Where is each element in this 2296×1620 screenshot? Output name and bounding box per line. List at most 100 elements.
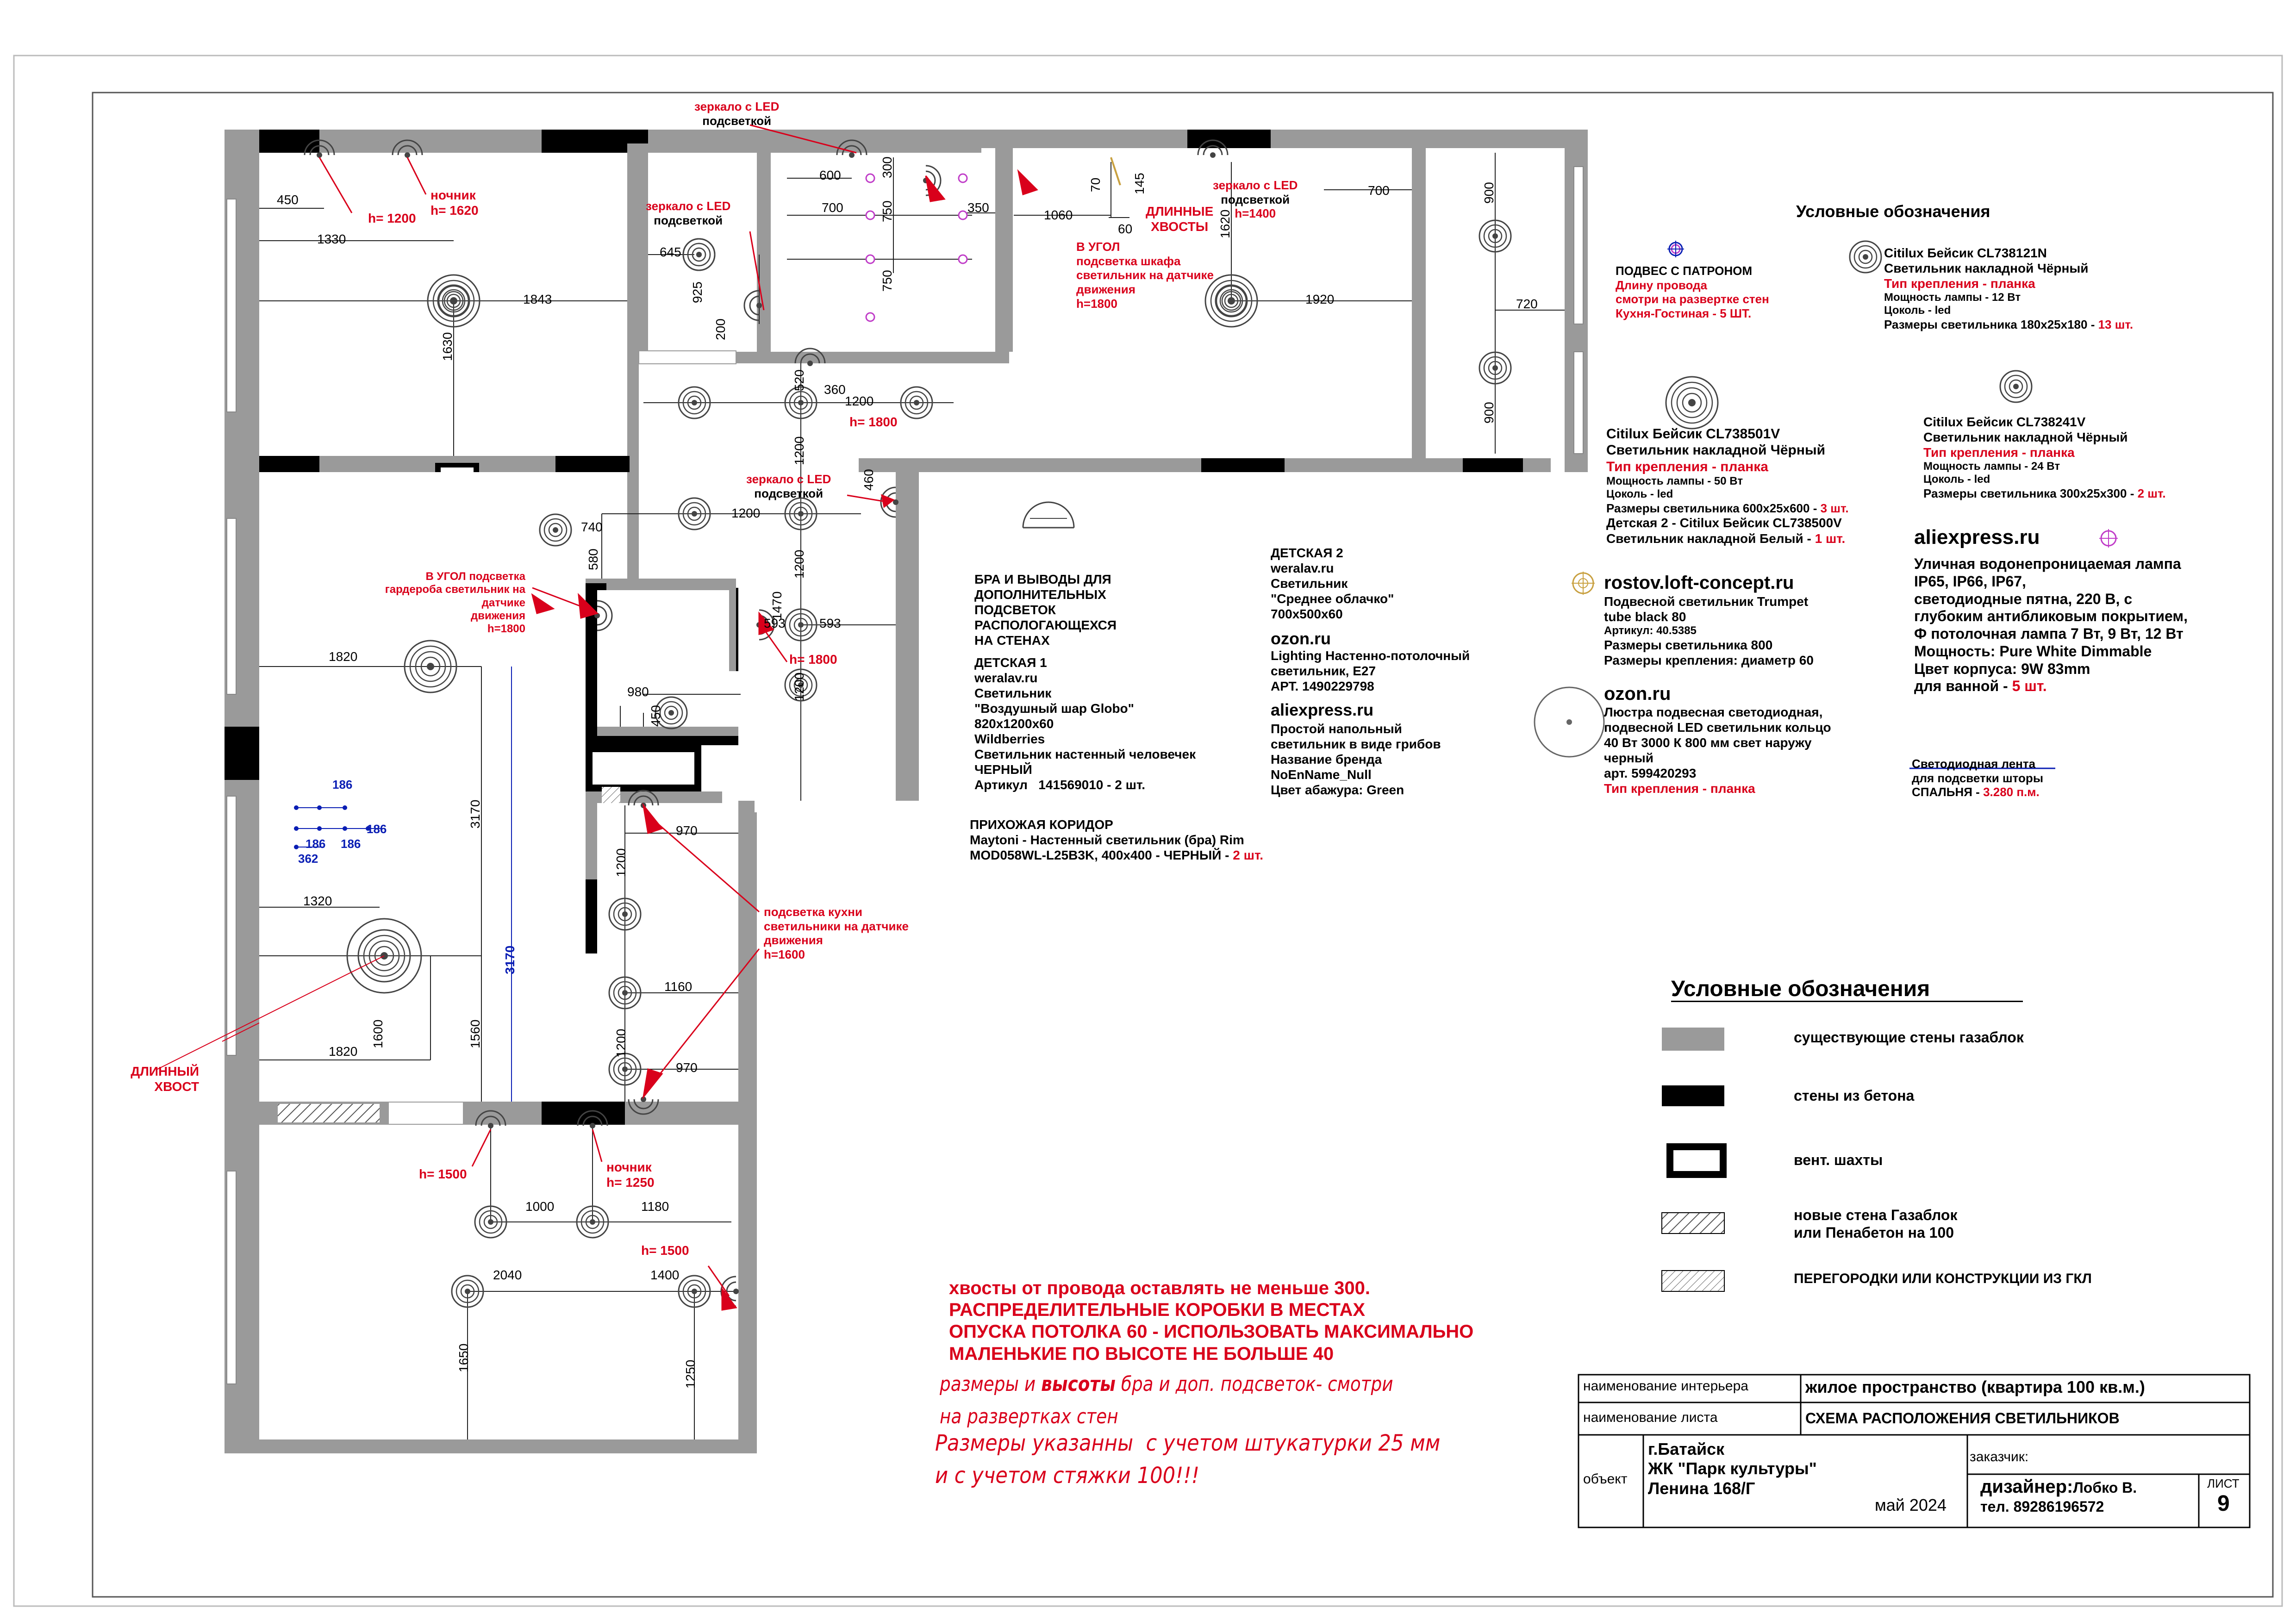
label-h1500b: h= 1500: [641, 1243, 689, 1258]
dim: 70: [1088, 177, 1103, 192]
dim: 1200: [731, 506, 761, 520]
openings: [389, 350, 1565, 1124]
tb-designer: дизайнер:Лобко В.: [1980, 1477, 2137, 1497]
dim: 1400: [650, 1268, 680, 1282]
dim: 1320: [303, 894, 332, 908]
legend1-title: Условные обозначения: [1796, 202, 1990, 221]
dim: 1843: [523, 292, 552, 306]
label-h1800a: h= 1800: [849, 415, 898, 429]
dim: 145: [1132, 173, 1147, 194]
label-h1500a: h= 1500: [419, 1167, 467, 1181]
dim: 300: [880, 156, 894, 178]
ozon1-heading: ozon.ru: [1271, 629, 1331, 648]
dim: 1330: [317, 232, 346, 246]
dim: 1200: [792, 672, 806, 701]
dim-blue: 186: [367, 822, 387, 836]
dim: 720: [1516, 297, 1538, 311]
tb-sheet-key: наименование листа: [1583, 1410, 1718, 1425]
dim: 1820: [329, 1044, 358, 1059]
dim: 520: [792, 369, 806, 391]
legend-gasblock: существующие стены газаблок: [1794, 1029, 2024, 1046]
note-italic-1: размеры и высоты бра и доп. подсветок- с…: [940, 1372, 1393, 1396]
dim: 1920: [1305, 292, 1335, 306]
ceiling-lamps: [346, 219, 1512, 1308]
dim: 1560: [468, 1019, 482, 1048]
dim: 1200: [614, 1028, 628, 1058]
dim: 1650: [456, 1343, 471, 1372]
note-italic-2: на развертках стен: [940, 1405, 1118, 1428]
dim: 1200: [792, 436, 806, 465]
dim: 1630: [440, 332, 455, 361]
legend-icons: [1022, 240, 2118, 769]
dim: 970: [676, 1060, 698, 1075]
notes-red: хвосты от провода оставлять не меньше 30…: [949, 1278, 1474, 1364]
dim-blue: 186: [341, 837, 361, 851]
dim: 1200: [614, 848, 628, 877]
dim: 3170: [468, 799, 482, 829]
walls-gasblock: [225, 130, 1588, 1453]
dim: 580: [586, 548, 600, 570]
dim: 980: [627, 685, 649, 699]
dim: 60: [1118, 222, 1133, 236]
dim-blue: 3170: [503, 945, 517, 974]
dim: 645: [660, 245, 681, 259]
ali2-heading: aliexpress.ru: [1914, 526, 2040, 548]
dim: 900: [1482, 402, 1496, 424]
ozon2-heading: ozon.ru: [1604, 684, 1671, 704]
dim: 1200: [845, 394, 874, 408]
dim: 450: [277, 193, 299, 207]
tb-phone: тел. 89286196572: [1980, 1498, 2104, 1515]
dim-blue: 186: [332, 778, 353, 791]
note-italic-4: и с учетом стяжки 100!!!: [935, 1463, 1200, 1489]
tb-object-key: объект: [1583, 1471, 1628, 1487]
dim-blue: 186: [306, 837, 326, 851]
dim: 925: [690, 281, 705, 303]
dim: 740: [581, 520, 603, 534]
dim: 1060: [1044, 208, 1073, 222]
dim: 1180: [641, 1199, 669, 1214]
dim: 350: [967, 200, 989, 215]
room-interiors: [259, 148, 1565, 1439]
dim: 1600: [371, 1019, 385, 1048]
windows: [226, 166, 1584, 1384]
legend2-title: Условные обозначения: [1671, 977, 1930, 1001]
dim: 970: [676, 823, 698, 838]
inner-frame: [92, 92, 2274, 1598]
dim: 450: [649, 705, 663, 727]
long-tail-line: [157, 955, 385, 1070]
dim: 2040: [493, 1268, 522, 1282]
blue-dots: [294, 805, 370, 849]
tb-interior-value: жилое пространство (квартира 100 кв.м.): [1805, 1377, 2145, 1396]
dim: 200: [713, 318, 728, 340]
dim: 1000: [525, 1199, 555, 1214]
dim: 1200: [792, 549, 806, 579]
label-h1800b: h= 1800: [789, 652, 837, 667]
dim: 700: [822, 200, 843, 215]
dim: 1250: [683, 1359, 698, 1389]
dim: 593: [764, 616, 786, 630]
ozon2-block: Люстра подвесная светодиодная,подвесной …: [1604, 705, 1831, 796]
dim: 1820: [329, 649, 358, 664]
dim: 700: [1368, 183, 1390, 198]
